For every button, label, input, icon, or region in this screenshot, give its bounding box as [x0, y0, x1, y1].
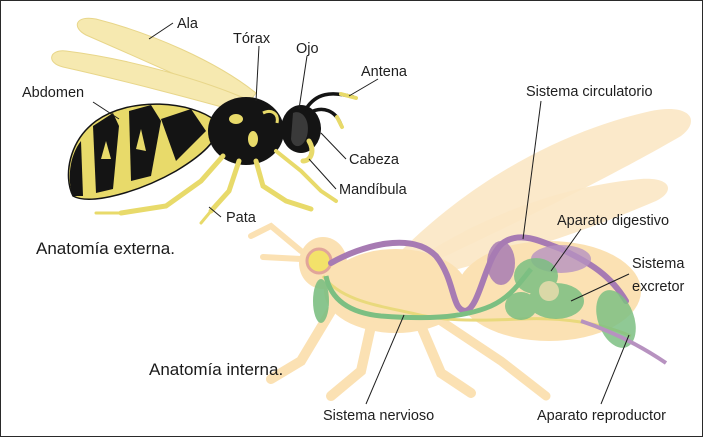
label-antena: Antena	[361, 64, 408, 80]
label-aparato-reproductor: Aparato reproductor	[537, 408, 666, 424]
internal-anatomy-illustration	[251, 109, 691, 396]
caption-anatomia-interna: Anatomía interna.	[149, 360, 283, 379]
label-torax: Tórax	[233, 31, 271, 47]
wasp-thorax	[208, 97, 284, 165]
label-sistema-circulatorio: Sistema circulatorio	[526, 84, 653, 100]
label-ala: Ala	[177, 16, 199, 32]
label-aparato-digestivo: Aparato digestivo	[557, 213, 669, 229]
label-sistema-nervioso: Sistema nervioso	[323, 408, 434, 424]
wasp-head	[281, 105, 321, 161]
label-abdomen: Abdomen	[22, 85, 84, 101]
label-ojo: Ojo	[296, 41, 319, 57]
captions: Anatomía externa. Anatomía interna.	[36, 239, 283, 379]
caption-anatomia-externa: Anatomía externa.	[36, 239, 175, 258]
label-pata: Pata	[226, 210, 257, 226]
label-sistema-excretor-1: Sistema	[632, 256, 685, 272]
internal-brain	[307, 249, 331, 273]
label-cabeza: Cabeza	[349, 152, 400, 168]
label-sistema-excretor-2: excretor	[632, 279, 685, 295]
label-mandibula: Mandíbula	[339, 182, 408, 198]
